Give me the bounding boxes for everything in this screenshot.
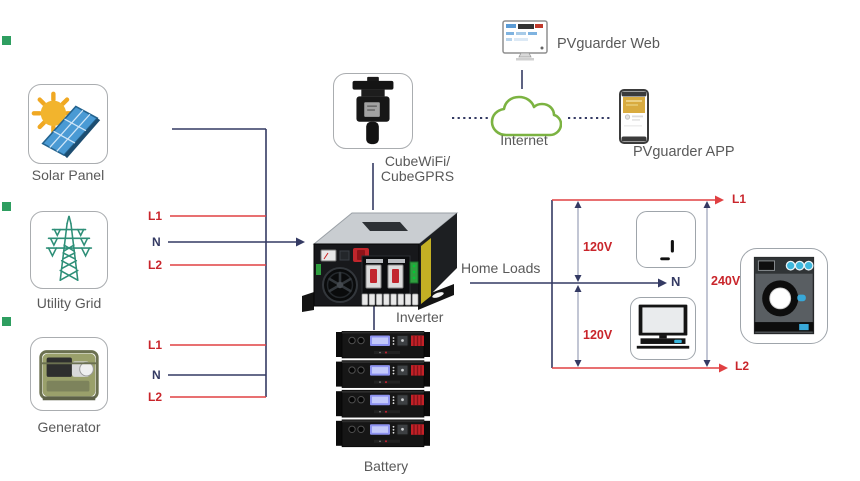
utility-l1-label: L1 — [148, 209, 163, 223]
list-marker-icon — [2, 202, 11, 211]
load-l1-wire — [552, 195, 724, 205]
utility-n-wire — [168, 237, 305, 247]
smartphone-icon — [619, 89, 649, 144]
load-l2-label: L2 — [735, 359, 750, 373]
outlet-icon — [637, 212, 695, 267]
solar-panel-icon — [29, 85, 107, 163]
list-marker-icon — [2, 36, 11, 45]
solar-panel-label: Solar Panel — [31, 167, 105, 183]
internet-label: Internet — [500, 132, 548, 148]
cloud-icon — [486, 93, 562, 141]
load-l2-wire — [552, 363, 728, 373]
cube-wifi-card — [333, 73, 413, 149]
battery-label: Battery — [363, 458, 409, 474]
generator-icon — [31, 338, 107, 410]
utility-grid-icon — [31, 212, 107, 288]
home-loads-n-wire — [470, 278, 667, 288]
load-n-label: N — [671, 274, 681, 289]
monitor-icon — [502, 20, 548, 62]
cube-wifi-icon — [334, 74, 412, 148]
tv-card — [630, 297, 696, 360]
generator-card — [30, 337, 108, 411]
voltage-120v-top-label: 120V — [583, 240, 613, 254]
generator-label: Generator — [37, 419, 101, 435]
battery-image — [336, 331, 430, 449]
voltage-240v-label: 240V — [711, 274, 741, 288]
cube-wifi-label-line1: CubeWiFi/ — [384, 153, 451, 169]
inverter-image — [300, 200, 465, 318]
measure-240v — [703, 201, 711, 367]
inverter-label: Inverter — [396, 309, 444, 325]
pvguarder-web-label: PVguarder Web — [557, 36, 660, 52]
washing-machine-icon — [742, 250, 826, 342]
generator-l1-label: L1 — [148, 338, 163, 352]
utility-grid-card — [30, 211, 108, 289]
outlet-card — [636, 211, 696, 268]
utility-grid-label: Utility Grid — [36, 295, 102, 311]
pvguarder-app-label: PVguarder APP — [633, 144, 735, 160]
cube-wifi-label-line2: CubeGPRS — [380, 168, 455, 184]
load-l1-label: L1 — [732, 192, 747, 206]
utility-n-label: N — [152, 235, 161, 249]
generator-n-label: N — [152, 368, 161, 382]
utility-l2-label: L2 — [148, 258, 163, 272]
measure-120v-top — [574, 201, 582, 282]
solar-panel-card — [28, 84, 108, 164]
list-marker-icon — [2, 317, 11, 326]
generator-l2-label: L2 — [148, 390, 163, 404]
cube-wifi-label: CubeWiFi/ CubeGPRS — [375, 154, 460, 184]
home-loads-label: Home Loads — [461, 260, 541, 276]
tv-icon — [632, 299, 694, 358]
measure-120v-bottom — [574, 285, 582, 367]
voltage-120v-bottom-label: 120V — [583, 328, 613, 342]
washing-machine-card — [740, 248, 828, 344]
